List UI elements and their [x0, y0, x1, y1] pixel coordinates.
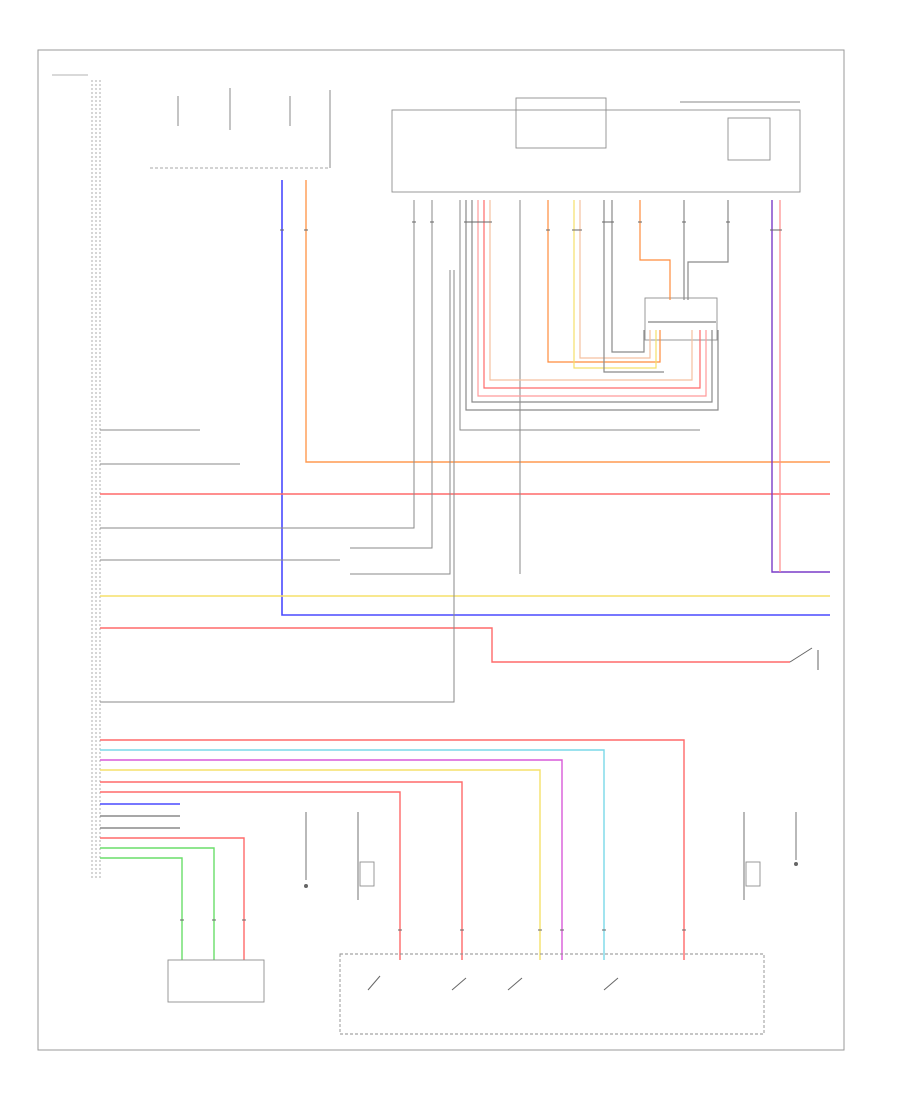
wire-red-2	[100, 627, 790, 663]
relay-box	[391, 97, 801, 193]
diagram-frame	[37, 49, 845, 1051]
right-door-switch	[789, 647, 819, 670]
top-fuse-group	[150, 88, 331, 169]
lower-colored-bundle	[100, 739, 685, 960]
colored-bundle	[465, 200, 729, 411]
wire-purple	[771, 200, 830, 573]
connector-pins-top	[280, 221, 782, 323]
switch-symbols	[367, 975, 619, 991]
gray-wire-bundle	[100, 200, 700, 703]
junction-block	[644, 297, 718, 341]
switch-assembly-box	[339, 953, 765, 1035]
wire-orange	[305, 180, 830, 463]
right-lamp	[743, 812, 798, 900]
wire-blue	[281, 180, 830, 616]
connector-pins-bottom	[180, 919, 686, 931]
sensor-box-bottom-left	[167, 959, 265, 1003]
left-lamp	[304, 812, 375, 900]
left-connector-strip	[52, 74, 101, 880]
